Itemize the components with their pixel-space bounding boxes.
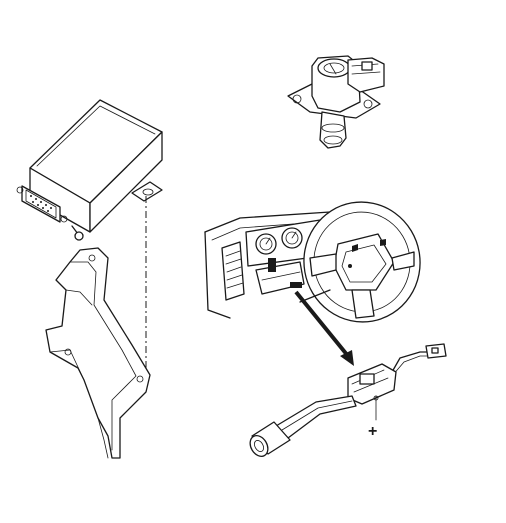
sensor-unit bbox=[287, 55, 385, 149]
callout-arrow bbox=[294, 290, 354, 366]
switch-stalk bbox=[249, 343, 447, 457]
mounting-bracket bbox=[45, 247, 151, 459]
callout-marker: + bbox=[368, 423, 377, 440]
dashboard-view bbox=[204, 201, 421, 323]
control-module bbox=[16, 99, 163, 241]
